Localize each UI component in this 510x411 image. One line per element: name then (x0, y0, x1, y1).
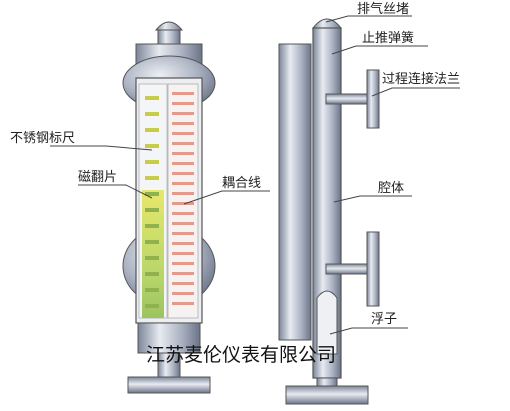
coupling-bar (172, 152, 194, 155)
label-vent-plug: 排气丝堵 (357, 1, 409, 17)
coupling-bar (172, 222, 194, 225)
coupling-bars (172, 92, 194, 305)
label-coupling-line: 耦合线 (222, 176, 261, 191)
coupling-bar (172, 242, 194, 245)
label-stainless-scale: 不锈钢标尺 (10, 131, 75, 146)
side-vent-dome (311, 18, 343, 29)
scale-tick (145, 96, 159, 100)
label-stop-spring: 止推弹簧 (362, 30, 414, 46)
scale-tick (145, 288, 159, 292)
lower-process-flange (366, 231, 380, 307)
scale-tick (145, 208, 159, 212)
coupling-bar (172, 262, 194, 265)
coupling-bar (172, 182, 194, 185)
label-process-flange: 过程连接法兰 (382, 71, 460, 87)
coupling-bar (172, 302, 194, 305)
bottom-flange (127, 376, 211, 394)
leader-stop-spring (331, 45, 428, 55)
leader-float (329, 327, 408, 335)
float (316, 290, 338, 355)
scale-tick (145, 112, 159, 116)
coupling-bar (172, 212, 194, 215)
coupling-bar (172, 102, 194, 105)
coupling-bar (172, 112, 194, 115)
coupling-bar (172, 132, 194, 135)
leader-lines (50, 15, 460, 335)
flap-column (142, 190, 164, 318)
scale-tick (145, 176, 159, 180)
leader-vent-plug (325, 15, 412, 23)
leader-coupling-line (183, 190, 270, 205)
leader-stainless-scale (50, 145, 153, 151)
scale-tick (145, 224, 159, 228)
lower-nozzle (325, 263, 369, 275)
scale-tick (145, 240, 159, 244)
scale-tick (145, 272, 159, 276)
leader-process-flange (371, 87, 460, 97)
coupling-bar (172, 282, 194, 285)
coupling-bar (172, 252, 194, 255)
coupling-bar (172, 192, 194, 195)
scale-tick (145, 304, 159, 308)
label-magnetic-flap: 磁翻片 (78, 170, 117, 185)
leader-magnetic-flap (78, 184, 153, 199)
scale-tick (145, 192, 159, 196)
coupling-bar (172, 172, 194, 175)
coupling-bar (172, 92, 194, 95)
back-plate (278, 43, 312, 341)
vent-plug-dome (154, 21, 184, 31)
leader-chamber (333, 195, 412, 203)
scale-tick (145, 256, 159, 260)
side-bottom-flange (285, 385, 369, 405)
upper-nozzle (325, 93, 369, 105)
coupling-bar (172, 122, 194, 125)
scale-tick (145, 128, 159, 132)
scale-tick (145, 160, 159, 164)
scale-ticks (145, 96, 159, 308)
coupling-bar (172, 232, 194, 235)
top-neck (157, 29, 181, 45)
side-bottom-neck (316, 377, 338, 387)
upper-process-flange (366, 69, 380, 129)
coupling-bar (172, 272, 194, 275)
front-view-gauge (122, 21, 216, 394)
label-float: 浮子 (371, 312, 397, 327)
scale-tick (145, 144, 159, 148)
coupling-bar (172, 162, 194, 165)
coupling-bar (172, 142, 194, 145)
side-view-gauge (278, 18, 380, 405)
coupling-bar (172, 202, 194, 205)
label-chamber: 腔体 (378, 181, 404, 196)
company-name: 江苏麦伦仪表有限公司 (146, 344, 336, 366)
coupling-bar (172, 292, 194, 295)
bottom-cap (137, 322, 201, 354)
